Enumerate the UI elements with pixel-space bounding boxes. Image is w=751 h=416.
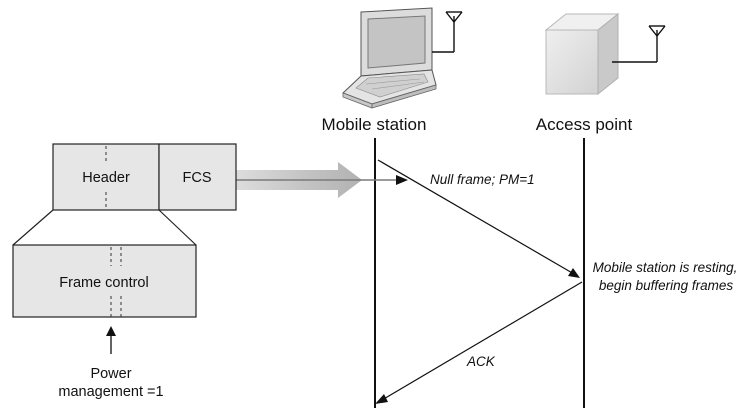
fcs-field — [158, 143, 237, 211]
access-point-icon — [544, 12, 620, 96]
antenna-icon — [432, 11, 463, 53]
antenna-icon — [612, 25, 666, 63]
frame-control-label: Frame control — [59, 275, 148, 291]
power-management-pointer — [106, 326, 116, 354]
null-frame-message-arrow — [377, 159, 580, 278]
mobile-station-label: Mobile station — [322, 115, 427, 134]
fcs-label: FCS — [183, 170, 212, 186]
ack-message-arrow — [375, 281, 583, 404]
ack-label: ACK — [466, 354, 496, 369]
ap-note-line1: Mobile station is resting, — [593, 260, 738, 275]
power-management-label-line2: management =1 — [58, 384, 163, 400]
access-point-label: Access point — [536, 115, 633, 134]
header-label: Header — [82, 170, 130, 186]
laptop-icon — [342, 7, 437, 109]
power-management-label-line1: Power — [90, 366, 131, 382]
frame-control-field — [12, 244, 197, 318]
header-expansion — [12, 209, 197, 246]
transmit-arrow — [236, 162, 408, 198]
ap-note-line2: begin buffering frames — [599, 278, 734, 293]
null-frame-label: Null frame; PM=1 — [430, 172, 535, 187]
